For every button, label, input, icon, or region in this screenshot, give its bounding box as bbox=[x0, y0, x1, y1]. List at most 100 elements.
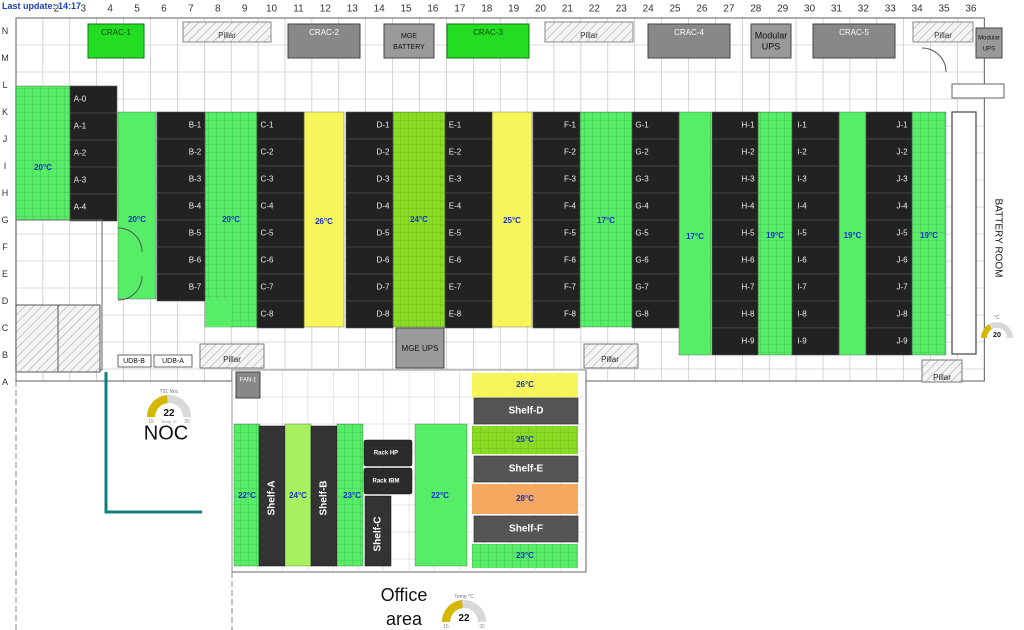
col-label: 24 bbox=[643, 4, 655, 15]
rack bbox=[631, 219, 680, 248]
rack bbox=[532, 111, 581, 140]
aisle-temp: 19°C bbox=[766, 231, 784, 240]
gauge-min: 15 bbox=[148, 419, 154, 425]
noc-aisle-temp: 23°C bbox=[343, 491, 361, 500]
rack-label: I-3 bbox=[797, 175, 807, 184]
gauge-value: 20 bbox=[993, 331, 1001, 339]
shelf-label: Shelf-F bbox=[509, 524, 543, 535]
udb-a-label: UDB-A bbox=[162, 358, 184, 365]
shelf-room-temp: 25°C bbox=[516, 435, 534, 444]
gauge-fill bbox=[146, 395, 169, 418]
rack bbox=[156, 246, 206, 275]
col-label: 5 bbox=[134, 4, 140, 15]
shelf-label: Shelf-E bbox=[509, 464, 544, 475]
shelf-room-temp: 26°C bbox=[516, 380, 534, 389]
rack-label: D-8 bbox=[377, 310, 390, 319]
rack-label: E-5 bbox=[449, 229, 462, 238]
gauge-fill bbox=[441, 600, 464, 623]
pillar-label: Pillar bbox=[933, 373, 951, 382]
rack bbox=[631, 300, 680, 329]
rack-label: J-8 bbox=[896, 310, 908, 319]
rack-label: A-0 bbox=[74, 95, 87, 104]
rack-label: H-4 bbox=[742, 202, 755, 211]
col-label: 8 bbox=[215, 4, 221, 15]
row-label: J bbox=[3, 134, 8, 144]
shelf bbox=[364, 495, 392, 567]
rack-ibm-label: Rack IBM bbox=[372, 479, 399, 485]
col-label: 16 bbox=[427, 4, 439, 15]
rack-label: E-2 bbox=[449, 148, 462, 157]
battery-gauge: °C 20 bbox=[981, 315, 1013, 339]
top-unit-label: CRAC-2 bbox=[309, 28, 339, 37]
rack-label: F-2 bbox=[564, 148, 577, 157]
rack bbox=[69, 193, 118, 222]
rack bbox=[69, 139, 118, 168]
rack-label: H-2 bbox=[742, 148, 755, 157]
gauge-title: T01 Noc bbox=[160, 389, 179, 395]
rack-label: C-1 bbox=[261, 121, 274, 130]
col-label: 23 bbox=[616, 4, 628, 15]
top-unit-label: CRAC-4 bbox=[674, 28, 704, 37]
rack-label: D-3 bbox=[377, 175, 390, 184]
rack-label: E-7 bbox=[449, 283, 462, 292]
rack bbox=[256, 165, 305, 194]
rack-label: H-1 bbox=[742, 121, 755, 130]
aisle-tiles bbox=[205, 112, 257, 327]
rack-label: I-8 bbox=[797, 310, 807, 319]
last-update: Last update: 14:17 bbox=[2, 1, 82, 11]
rack bbox=[256, 273, 305, 302]
rack-label: B-4 bbox=[189, 202, 202, 211]
rack-label: A-2 bbox=[74, 149, 87, 158]
rack-label: H-9 bbox=[742, 337, 755, 346]
rack-label: G-3 bbox=[635, 175, 649, 184]
gauge-max: 30 bbox=[479, 624, 485, 630]
rack-label: F-8 bbox=[564, 310, 577, 319]
rack-label: H-7 bbox=[742, 283, 755, 292]
rack bbox=[631, 165, 680, 194]
gauge-title: °C bbox=[994, 315, 1000, 321]
gauge-fill bbox=[981, 324, 993, 339]
col-label: 10 bbox=[266, 4, 278, 15]
row-label: F bbox=[2, 242, 8, 252]
rack-label: I-4 bbox=[797, 202, 807, 211]
rack-label: E-6 bbox=[449, 256, 462, 265]
aisle bbox=[838, 111, 867, 356]
rack-label: C-8 bbox=[261, 310, 274, 319]
gauge-min: 15 bbox=[443, 624, 449, 630]
rack-label: B-6 bbox=[189, 256, 202, 265]
rack bbox=[156, 138, 206, 167]
rack-label: B-2 bbox=[189, 148, 202, 157]
rack-label: E-3 bbox=[449, 175, 462, 184]
top-unit bbox=[812, 23, 896, 59]
col-label: 27 bbox=[723, 4, 735, 15]
rack-label: D-4 bbox=[377, 202, 390, 211]
shelf-label: Shelf-A bbox=[267, 481, 278, 516]
aisle-tiles bbox=[758, 112, 792, 355]
col-label: 31 bbox=[831, 4, 843, 15]
row-label: K bbox=[2, 107, 8, 117]
rack-label: J-2 bbox=[896, 148, 908, 157]
rack-label: I-5 bbox=[797, 229, 807, 238]
battery-room-top bbox=[951, 83, 1005, 99]
rack bbox=[865, 300, 913, 329]
rack bbox=[711, 111, 759, 140]
rack bbox=[345, 246, 394, 275]
aisle bbox=[491, 111, 533, 328]
rack bbox=[791, 300, 840, 329]
col-label: 33 bbox=[885, 4, 897, 15]
rack-label: G-5 bbox=[635, 229, 649, 238]
col-label: 29 bbox=[777, 4, 789, 15]
top-unit bbox=[544, 21, 634, 43]
col-label: 25 bbox=[669, 4, 681, 15]
udb-b bbox=[117, 354, 152, 368]
rack bbox=[865, 165, 913, 194]
shelf-room-tiles bbox=[472, 426, 578, 454]
racks: A-0A-1A-2A-3A-4B-1B-2B-3B-4B-5B-6B-7C-1C… bbox=[69, 85, 913, 356]
aisle-tiles bbox=[580, 112, 632, 327]
rack bbox=[532, 246, 581, 275]
rack bbox=[631, 273, 680, 302]
rack-label: E-4 bbox=[449, 202, 462, 211]
row-label: G bbox=[1, 215, 8, 225]
